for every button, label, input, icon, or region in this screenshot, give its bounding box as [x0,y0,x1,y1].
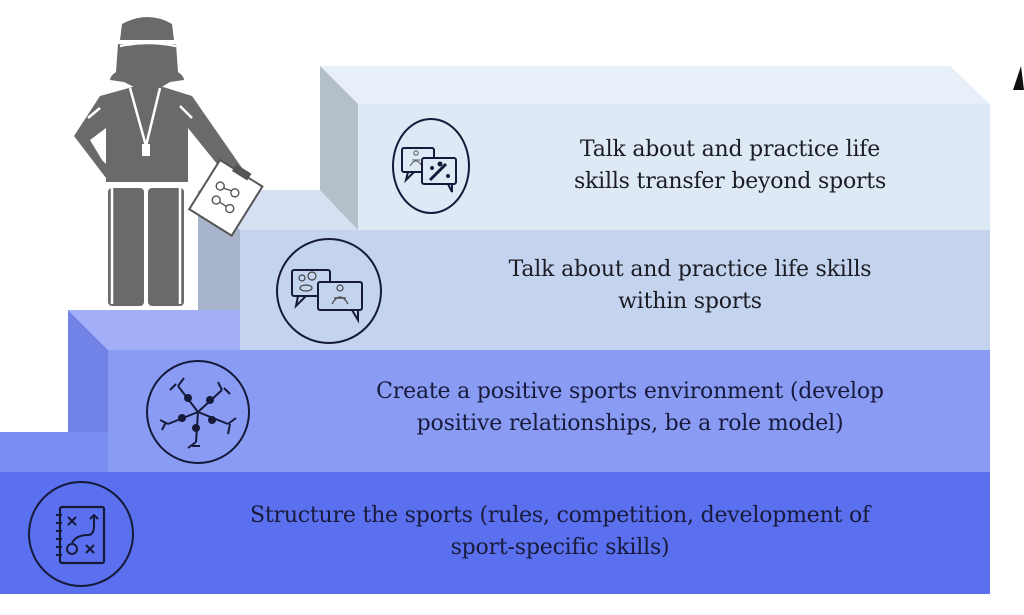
step-3-line-1: Talk about and practice life skills [508,257,872,282]
step-1-line-1: Structure the sports (rules, competition… [249,503,870,528]
step-1-line-2: sport-specific skills) [450,535,670,560]
step-2-line-1: Create a positive sports environment (de… [376,379,884,404]
upward-arrow-icon [1013,66,1024,90]
step-1-icon [28,481,134,587]
step-3-line-2: within sports [618,289,762,314]
coach-with-clipboard-icon [74,17,264,306]
step-1-label: Structure the sports (rules, competition… [160,500,960,564]
step-3-label: Talk about and practice life skills with… [410,254,970,318]
step-4-icon [392,118,470,214]
playbook-strategy-icon [56,505,106,565]
step-4-line-2: skills transfer beyond sports [573,169,887,194]
meditation-chat-growth-icon [401,147,457,193]
step-2-icon [146,360,250,464]
team-hands-icon [159,377,237,449]
step-1-top-face [0,432,108,472]
step-2-front-face [108,350,990,472]
step-1-front-face [0,472,990,594]
step-3-icon [276,238,382,344]
step-4-line-1: Talk about and practice life [579,137,881,162]
step-2-label: Create a positive sports environment (de… [290,376,970,440]
step-4-label: Talk about and practice life skills tran… [490,134,970,198]
sports-chat-meditation-icon [291,269,363,324]
step-2-line-2: positive relationships, be a role model) [416,411,844,436]
